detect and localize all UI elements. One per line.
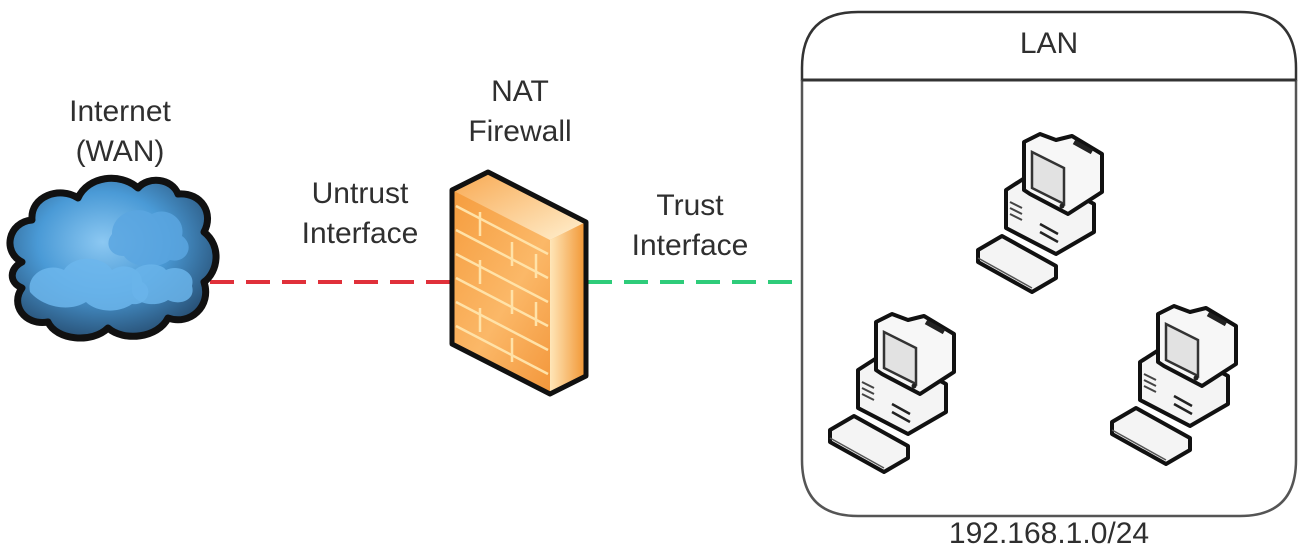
firewall-icon: [449, 169, 589, 397]
firewall-label: NAT Firewall: [468, 75, 572, 148]
untrust-interface-label: Untrust Interface: [301, 177, 419, 250]
internet-label: Internet (WAN): [69, 95, 171, 168]
cloud-icon: [6, 174, 220, 342]
subnet-label: 192.168.1.0/24: [948, 517, 1150, 550]
lan-title: LAN: [1019, 27, 1079, 60]
trust-interface-label: Trust Interface: [631, 189, 749, 262]
